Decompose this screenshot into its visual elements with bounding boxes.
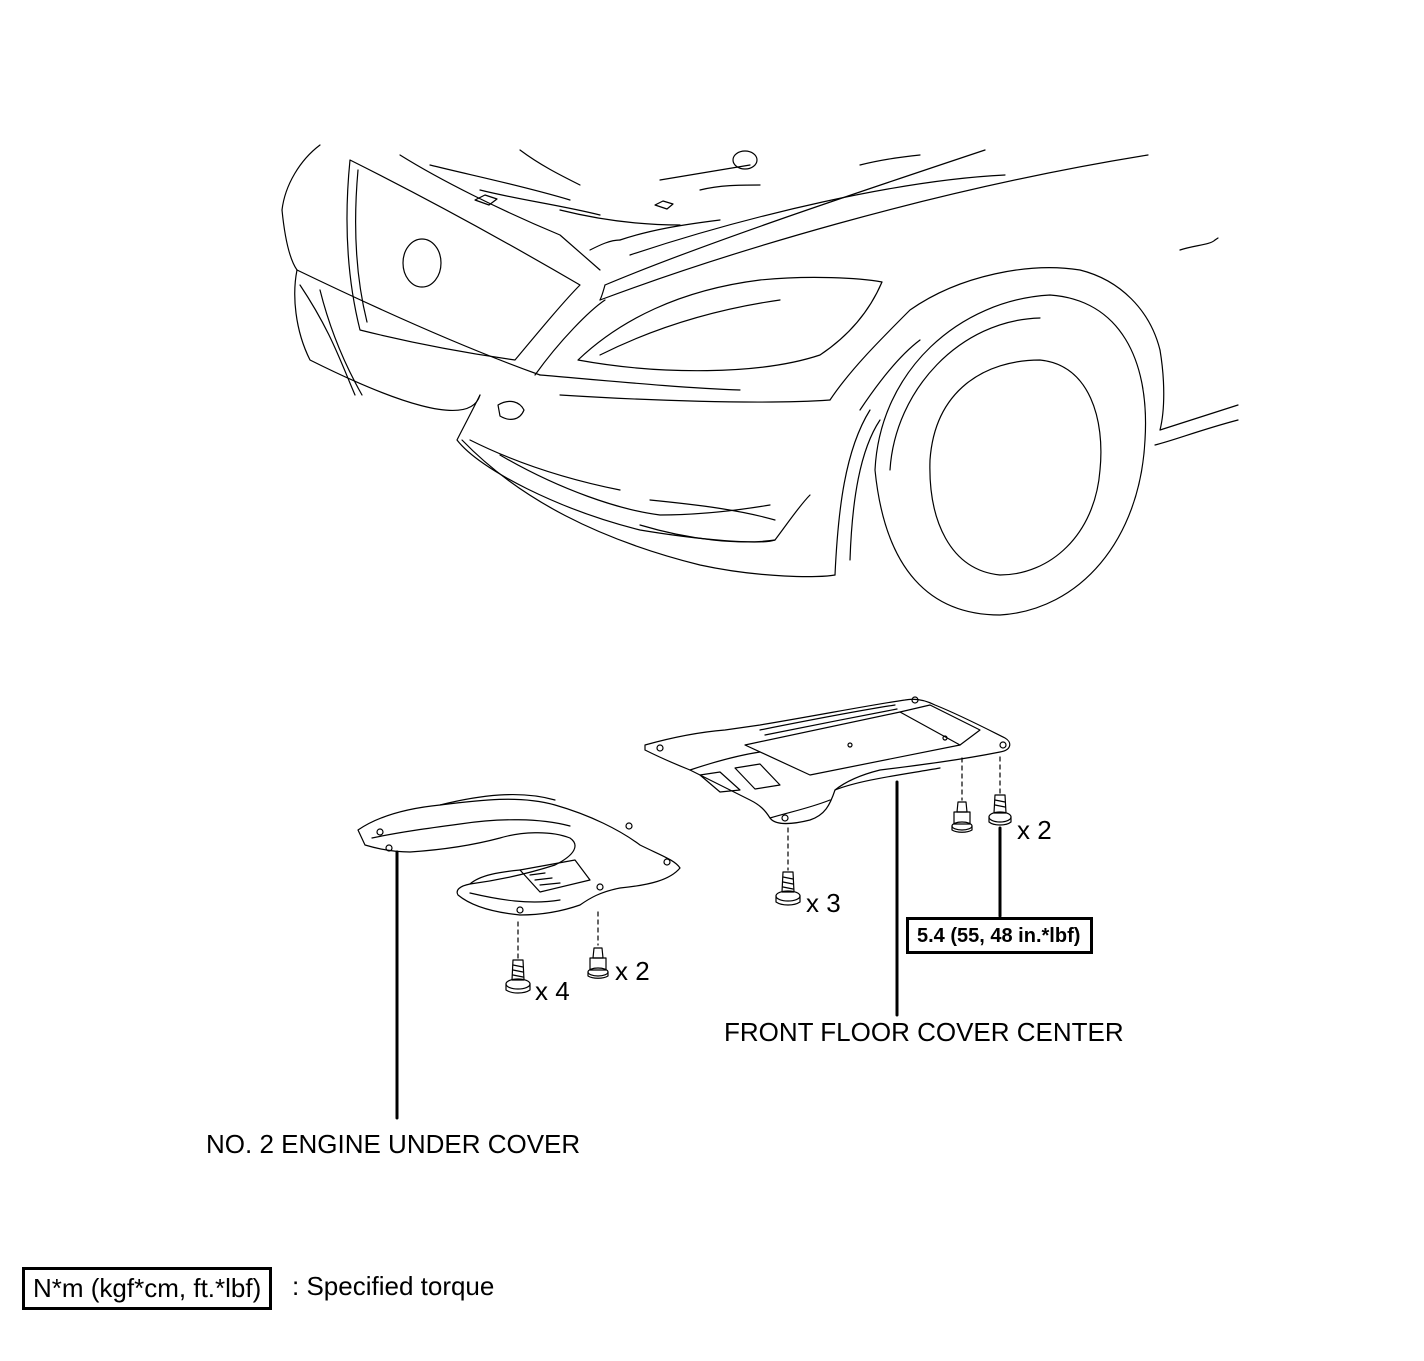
torque-legend-box: N*m (kgf*cm, ft.*lbf) [22,1267,273,1310]
under-cover-nut-quantity: x 2 [615,956,650,986]
nut-icon [951,801,973,833]
nut-icon [587,947,609,979]
no2-engine-under-cover-label: NO. 2 ENGINE UNDER COVER [206,1129,581,1159]
leader-lines [395,780,1002,1120]
floor-cover-bolt-quantity-left: x 3 [806,888,841,918]
under-cover-bolt-quantity: x 4 [535,976,570,1006]
front-floor-cover-center-part [644,696,1011,825]
bolt-icon [505,959,531,994]
torque-spec-box: 5.4 (55, 48 in.*lbf) [906,917,1094,954]
bolt-icon [775,871,801,906]
floor-cover-bolt-quantity-right: x 2 [1017,815,1052,845]
torque-legend-description: : Specified torque [292,1271,495,1301]
no2-engine-under-cover-part [357,793,681,916]
front-floor-cover-center-label: FRONT FLOOR COVER CENTER [724,1017,1124,1047]
vehicle-front-illustration [281,144,1239,616]
bolt-icon [988,794,1012,826]
fastener-group [505,756,1012,994]
